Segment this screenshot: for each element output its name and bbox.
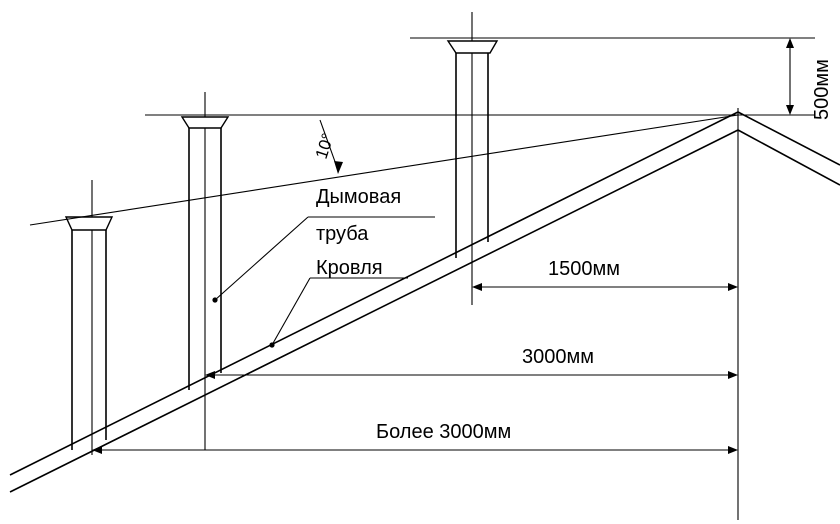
roof-leader — [269, 277, 408, 348]
roof — [9, 111, 840, 493]
dimension-1500 — [472, 283, 738, 291]
chimney-label-line1: Дымовая — [316, 186, 401, 208]
dimension-over-3000 — [92, 446, 738, 454]
dimension-over-3000-label: Более 3000мм — [376, 421, 511, 443]
dimension-3000-label: 3000мм — [522, 346, 594, 368]
chimney-leader — [212, 216, 435, 303]
height-dimension — [786, 38, 794, 115]
chimney-middle — [180, 92, 230, 450]
chimney-near — [446, 12, 499, 305]
angle-label: 10° — [312, 131, 338, 161]
ten-degree-line — [29, 114, 739, 226]
chimney-far — [64, 180, 114, 455]
roof-label: Кровля — [316, 257, 383, 279]
dimension-1500-label: 1500мм — [548, 258, 620, 280]
dimension-3000 — [205, 371, 738, 379]
chimney-label-line2: труба — [316, 223, 369, 245]
height-dimension-label: 500мм — [811, 59, 833, 120]
angle-arrow — [319, 119, 343, 174]
